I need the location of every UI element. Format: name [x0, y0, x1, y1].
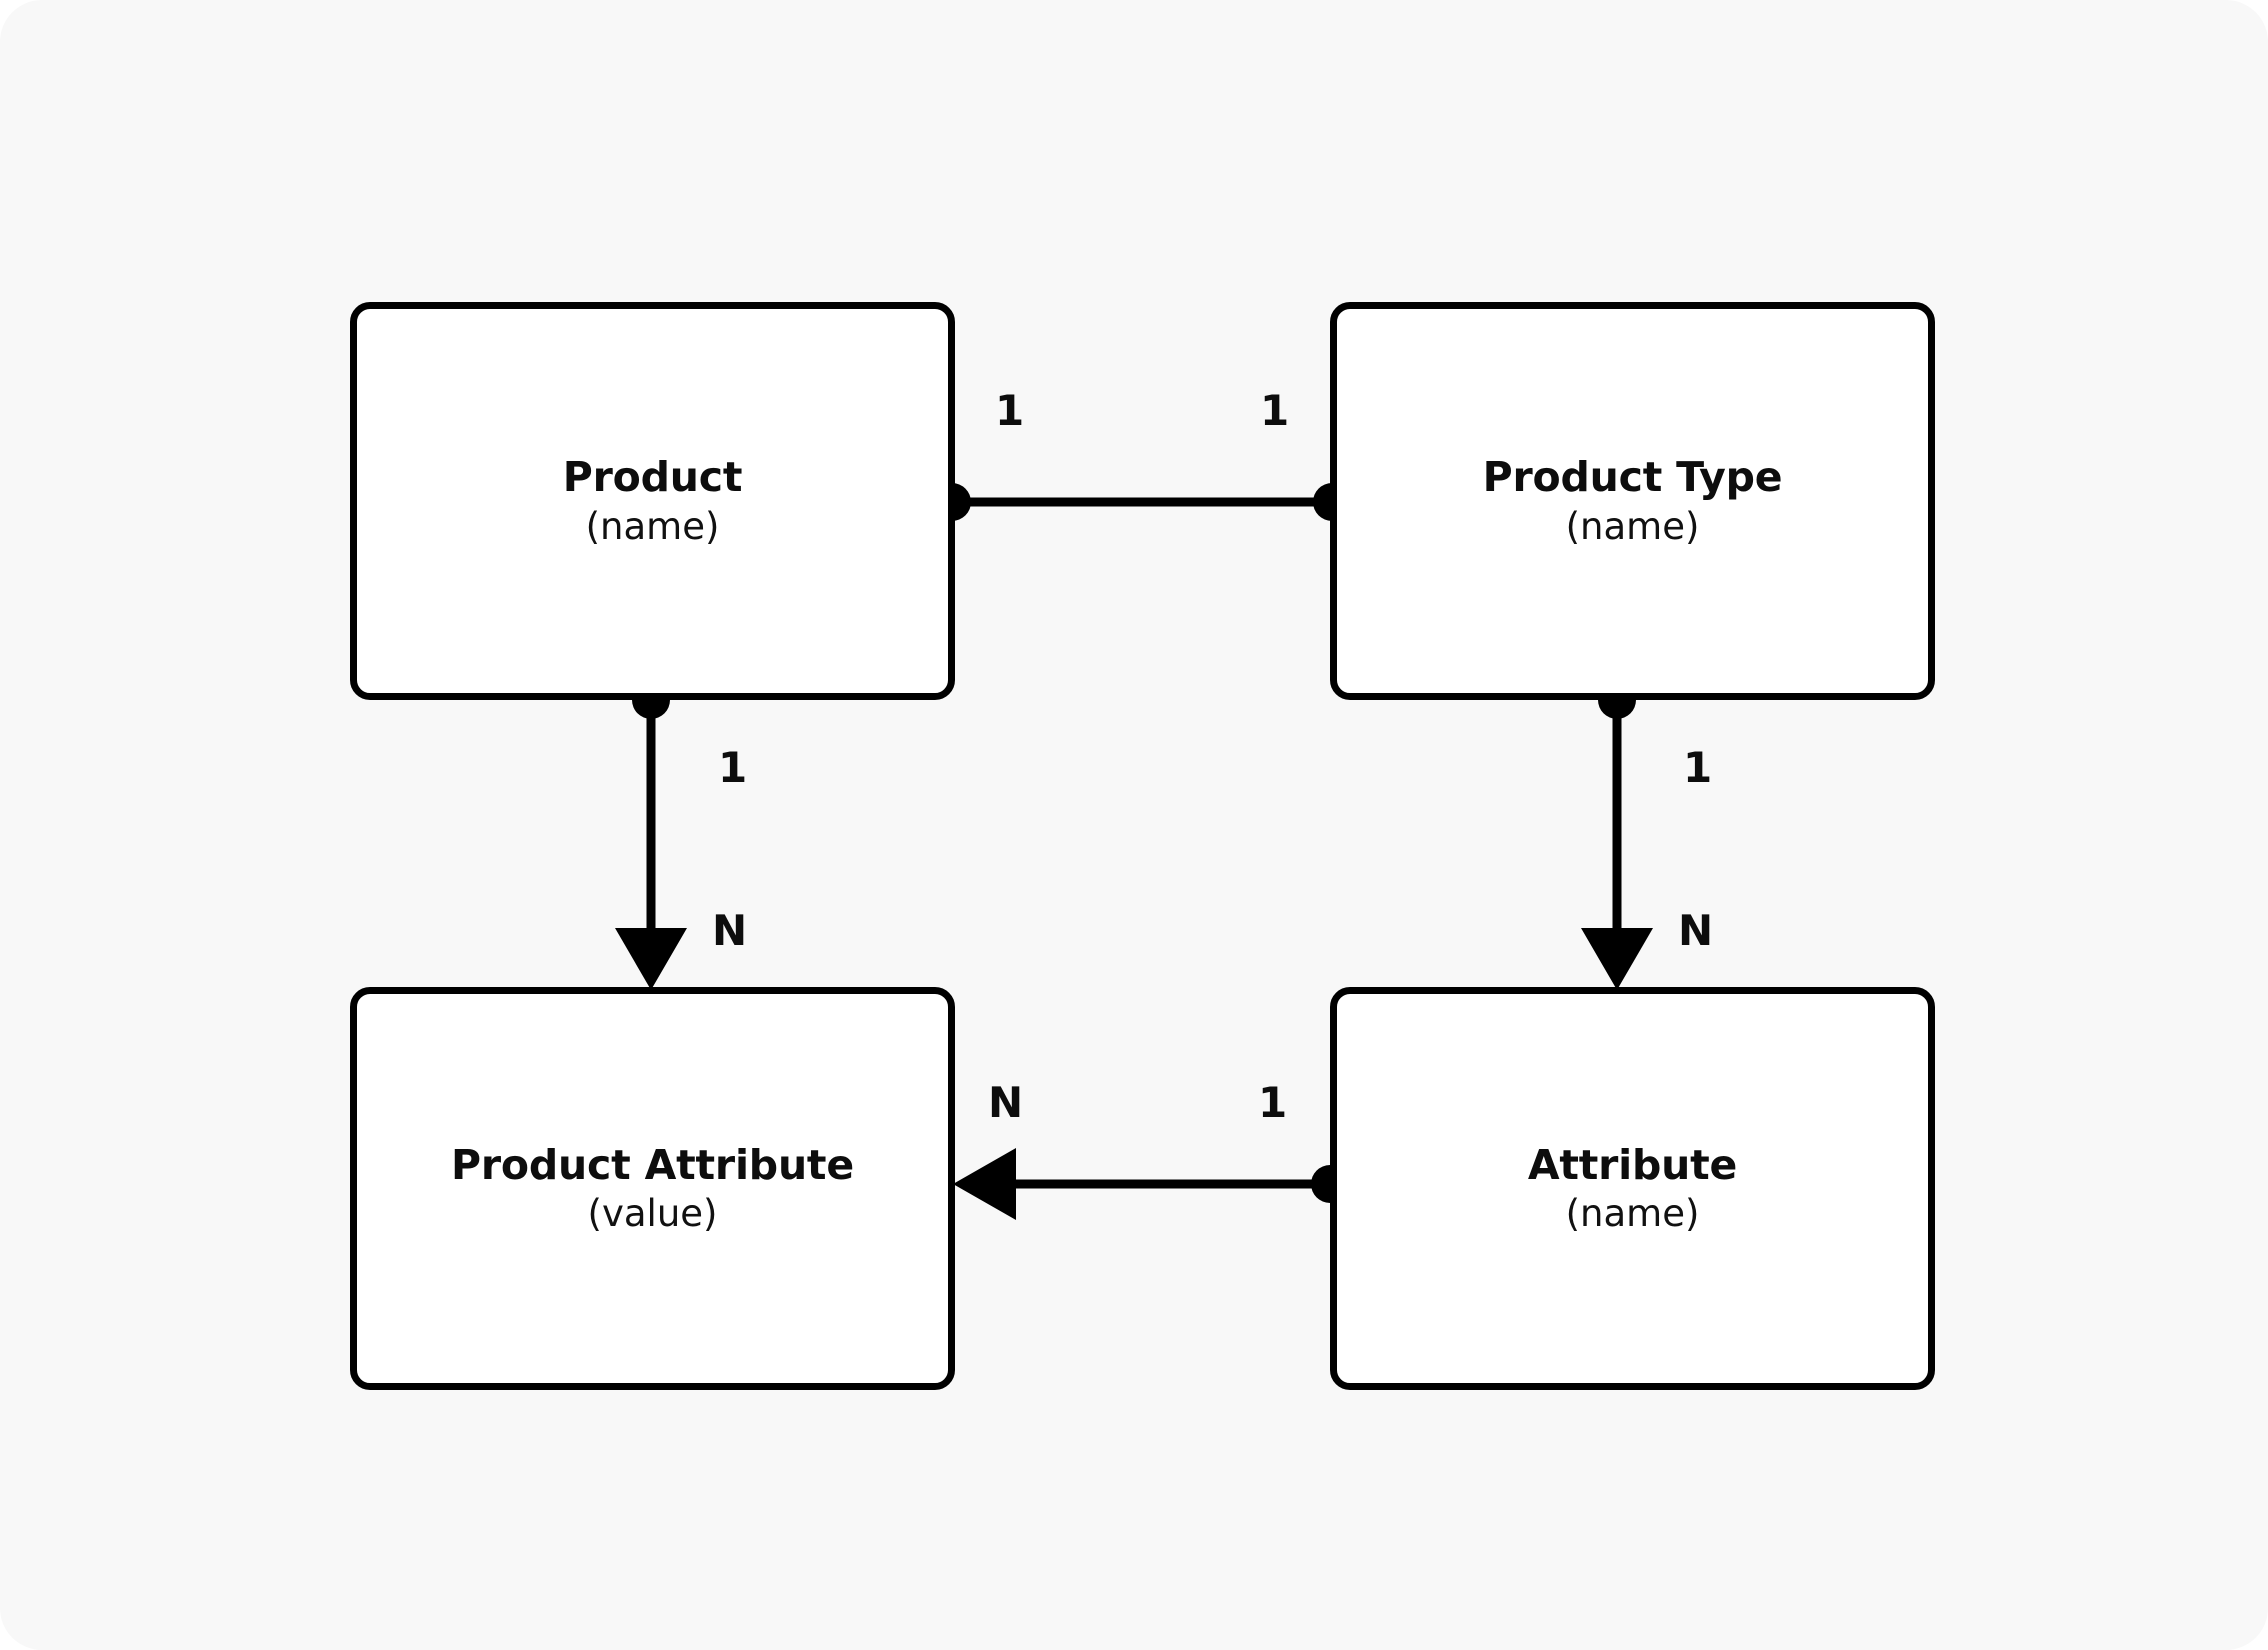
- entity-subtitle-product: (name): [585, 504, 720, 548]
- arrowhead-attribute-top: [1581, 928, 1653, 990]
- entity-title-product-type: Product Type: [1482, 453, 1783, 502]
- cardinality-product-right: 1: [995, 386, 1025, 435]
- cardinality-attribute-top: N: [1678, 906, 1714, 955]
- cardinality-product-attribute-right: N: [988, 1078, 1024, 1127]
- entity-box-product-type[interactable]: Product Type (name): [1330, 302, 1935, 700]
- entity-box-product-attribute[interactable]: Product Attribute (value): [350, 987, 955, 1390]
- cardinality-product-type-bottom: 1: [1683, 743, 1713, 792]
- entity-box-attribute[interactable]: Attribute (name): [1330, 987, 1935, 1390]
- arrowhead-product-attribute-top: [615, 928, 687, 990]
- cardinality-product-bottom: 1: [718, 743, 748, 792]
- entity-subtitle-product-type: (name): [1565, 504, 1700, 548]
- entity-box-product[interactable]: Product (name): [350, 302, 955, 700]
- cardinality-product-attribute-top: N: [712, 906, 748, 955]
- cardinality-product-type-left: 1: [1260, 386, 1290, 435]
- arrowhead-product-attribute-right: [953, 1148, 1016, 1220]
- entity-title-product: Product: [562, 453, 743, 502]
- entity-subtitle-product-attribute: (value): [587, 1192, 718, 1236]
- entity-title-attribute: Attribute: [1527, 1140, 1738, 1189]
- entity-subtitle-attribute: (name): [1565, 1192, 1700, 1236]
- cardinality-attribute-left: 1: [1258, 1078, 1288, 1127]
- entity-title-product-attribute: Product Attribute: [451, 1140, 854, 1189]
